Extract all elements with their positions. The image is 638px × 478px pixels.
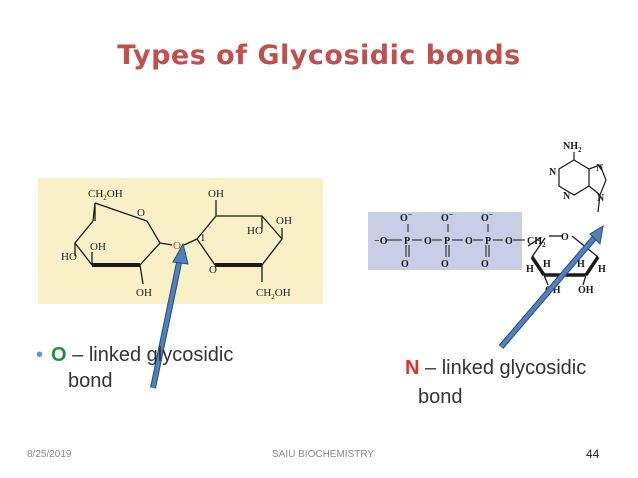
phosphorus-gamma-label: P <box>485 236 491 247</box>
footer-course: SAIU BIOCHEMISTRY <box>272 449 375 460</box>
page-number: 44 <box>586 447 600 461</box>
ribose-h-2: H <box>543 259 551 270</box>
o-linked-caption: • O – linked glycosidic <box>36 343 233 367</box>
ribose-front-right <box>584 256 600 276</box>
o-linked-caption-line2: bond <box>68 370 113 392</box>
n-linked-caption: N – linked glycosidic <box>405 357 586 380</box>
adenine-five-ring <box>588 164 607 196</box>
nh2-label: NH2 <box>563 141 582 154</box>
ho-left-label: HO <box>61 251 77 263</box>
terminal-o-minus: −O <box>374 236 388 247</box>
ch2-label: CH2 <box>527 236 546 249</box>
o-minus-top-1: O− <box>400 210 413 224</box>
ribose-oh-3-label: OH <box>578 285 594 296</box>
oh-bottom-bond <box>139 264 144 285</box>
adenine-six-ring <box>558 159 590 196</box>
arrow-o-linked <box>150 242 189 389</box>
oh-bottom-label: OH <box>136 287 152 299</box>
arrow-n-linked <box>498 224 604 349</box>
ring-oxygen-left-label: O <box>137 207 145 219</box>
left-ring-bonds <box>74 202 161 266</box>
ch2oh-top-label: CH2OH <box>88 188 123 202</box>
glycosidic-bond-right <box>183 238 198 246</box>
oh-right-label: OH <box>276 215 292 227</box>
bridge-oxygen-3: O <box>505 236 513 247</box>
ch2oh-bottom-label: CH2OH <box>256 287 291 301</box>
o-letter: O <box>51 344 67 366</box>
o-minus-top-2: O− <box>441 210 454 224</box>
bridge-oxygen-1: O <box>424 236 432 247</box>
footer-date: 8/25/2019 <box>27 449 72 460</box>
o-linked-text: – linked glycosidic <box>66 344 234 366</box>
ribose-h-3: H <box>577 259 585 270</box>
oh-3-bond <box>582 274 587 286</box>
ribose-oxygen-label: O <box>561 232 569 243</box>
ribose-front-left <box>530 256 546 276</box>
n-linked-text: – linked glycosidic <box>419 357 587 379</box>
phosphorus-beta-label: P <box>444 236 450 247</box>
o-double-bottom-2: O <box>441 259 449 270</box>
adenine-n7-label: N <box>596 163 604 174</box>
right-ring-bonds <box>196 215 283 266</box>
disaccharide-figure-background <box>38 178 323 304</box>
n-linked-caption-line2: bond <box>418 386 463 408</box>
ribose-c4-bond <box>531 237 546 258</box>
n-glycosidic-bond <box>597 194 601 213</box>
triphosphate-chain: −O P O P O P O CH2 O− O− O− O O O <box>374 210 546 270</box>
glycosidic-oxygen-label: O <box>173 240 181 252</box>
oh-top-label: OH <box>208 188 224 200</box>
phosphorus-alpha-label: P <box>404 236 410 247</box>
carbon-1-label: 1 <box>200 232 206 244</box>
ch2-link-bond <box>527 237 541 247</box>
o-double-bottom-1: O <box>401 259 409 270</box>
n-letter: N <box>405 357 420 379</box>
adenine-n9-label: N <box>597 193 605 204</box>
disaccharide-structure <box>74 200 283 285</box>
bullet-point: • <box>36 344 44 366</box>
o-double-bottom-3: O <box>481 259 489 270</box>
ho-right-label: HO <box>247 225 263 237</box>
phosphate-chain-background <box>368 212 522 270</box>
ribose-h-1: H <box>526 264 534 275</box>
bridge-oxygen-2: O <box>465 236 473 247</box>
slide-title: Types of Glycosidic bonds <box>117 40 521 71</box>
adenine-base <box>558 152 607 213</box>
phosphate-bonds <box>387 224 525 257</box>
ribose-h-4: H <box>598 264 606 275</box>
o-minus-top-3: O− <box>481 210 494 224</box>
oh-2-bond <box>543 274 549 286</box>
glycosidic-bond-left <box>159 242 173 246</box>
adenine-n1-label: N <box>549 167 557 178</box>
ring-oxygen-right-label: O <box>209 264 217 276</box>
oh-inner-label: OH <box>90 241 106 253</box>
adenine-n3-label: N <box>563 191 571 202</box>
